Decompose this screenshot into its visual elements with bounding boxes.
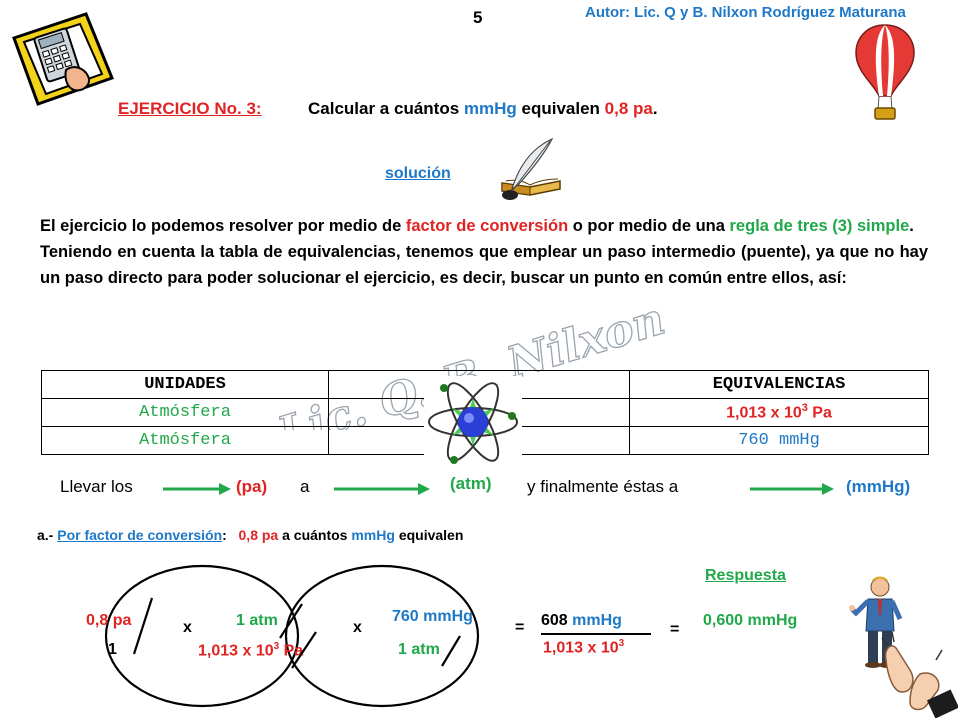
clapping-hands-icon <box>881 631 958 718</box>
answer-label: Respuesta <box>705 567 786 584</box>
steps-mid: a <box>300 477 310 496</box>
exercise-text-end: . <box>652 99 658 118</box>
explanation-text: El ejercicio lo podemos resolver por med… <box>40 213 928 291</box>
calculator-hand-icon <box>12 12 114 106</box>
fraction3-denominator: 1 atm <box>398 641 440 658</box>
result-fraction-bar <box>541 633 651 635</box>
times-sign: x <box>183 619 192 636</box>
hot-air-balloon-icon <box>855 24 915 120</box>
solution-link[interactable]: solución <box>385 165 451 182</box>
fraction1-denominator: 1 <box>108 641 117 658</box>
arrow-right-icon <box>163 483 231 495</box>
steps-to-unit: (mmHg) <box>846 477 911 496</box>
steps-from-unit: (pa) <box>236 477 268 496</box>
equivalence-cell: 1,013 x 103 Pa <box>629 398 929 427</box>
exercise-unit-target: mmHg <box>463 99 517 118</box>
exercise-value: 0,8 pa <box>604 99 653 118</box>
arrow-right-icon <box>750 483 834 495</box>
fraction3-numerator: 760 mmHg <box>392 608 473 625</box>
steps-lead: Llevar los <box>60 477 133 496</box>
method-value: 0,8 pa <box>238 527 279 543</box>
cancellation-slashes <box>132 597 461 669</box>
fraction2-numerator: 1 atm <box>236 612 278 629</box>
exercise-text-pre: Calcular a cuántos <box>308 99 464 118</box>
table-header: UNIDADES <box>41 370 329 399</box>
page-number: 5 <box>473 8 483 27</box>
atom-icon <box>424 376 522 468</box>
paragraph-method: El ejercicio lo podemos resolver por med… <box>40 217 914 235</box>
result-denominator: 1,013 x 103 <box>543 638 625 657</box>
cancellation-ellipses <box>104 564 480 708</box>
factor-conversion-term: factor de conversión <box>405 217 569 235</box>
quill-book-icon <box>501 137 561 200</box>
paragraph-intermediate-step: Teniendo en cuenta la tabla de equivalen… <box>40 243 928 287</box>
fraction1-numerator: 0,8 pa <box>86 612 132 629</box>
exercise-statement: Calcular a cuántos mmHg equivalen 0,8 pa… <box>308 99 658 119</box>
equals-sign: = <box>515 619 525 636</box>
answer-value: 0,600 mmHg <box>703 612 798 629</box>
author-credit: Autor: Lic. Q y B. Nilxon Rodríguez Matu… <box>585 4 906 21</box>
exercise-label: EJERCICIO No. 3: <box>118 99 262 118</box>
method-line: a.- Por factor de conversión: 0,8 pa a c… <box>37 527 464 543</box>
rule-of-three-term: regla de tres (3) simple <box>729 217 910 235</box>
steps-via-unit: (atm) <box>450 474 492 493</box>
fraction2-denominator: 1,013 x 103 Pa <box>198 641 304 660</box>
equals-sign: = <box>670 621 680 638</box>
equivalence-cell: 760 mmHg <box>629 426 929 455</box>
presenter-man-icon <box>849 576 903 668</box>
method-title: Por factor de conversión <box>57 527 223 543</box>
times-sign: x <box>353 619 362 636</box>
unit-cell: Atmósfera <box>41 426 329 455</box>
arrow-right-icon <box>334 483 430 495</box>
unit-cell: Atmósfera <box>41 398 329 427</box>
table-header: EQUIVALENCIAS <box>629 370 929 399</box>
steps-then: y finalmente éstas a <box>527 477 679 496</box>
exercise-text-mid: equivalen <box>516 99 605 118</box>
result-numerator: 608 mmHg <box>541 612 622 629</box>
